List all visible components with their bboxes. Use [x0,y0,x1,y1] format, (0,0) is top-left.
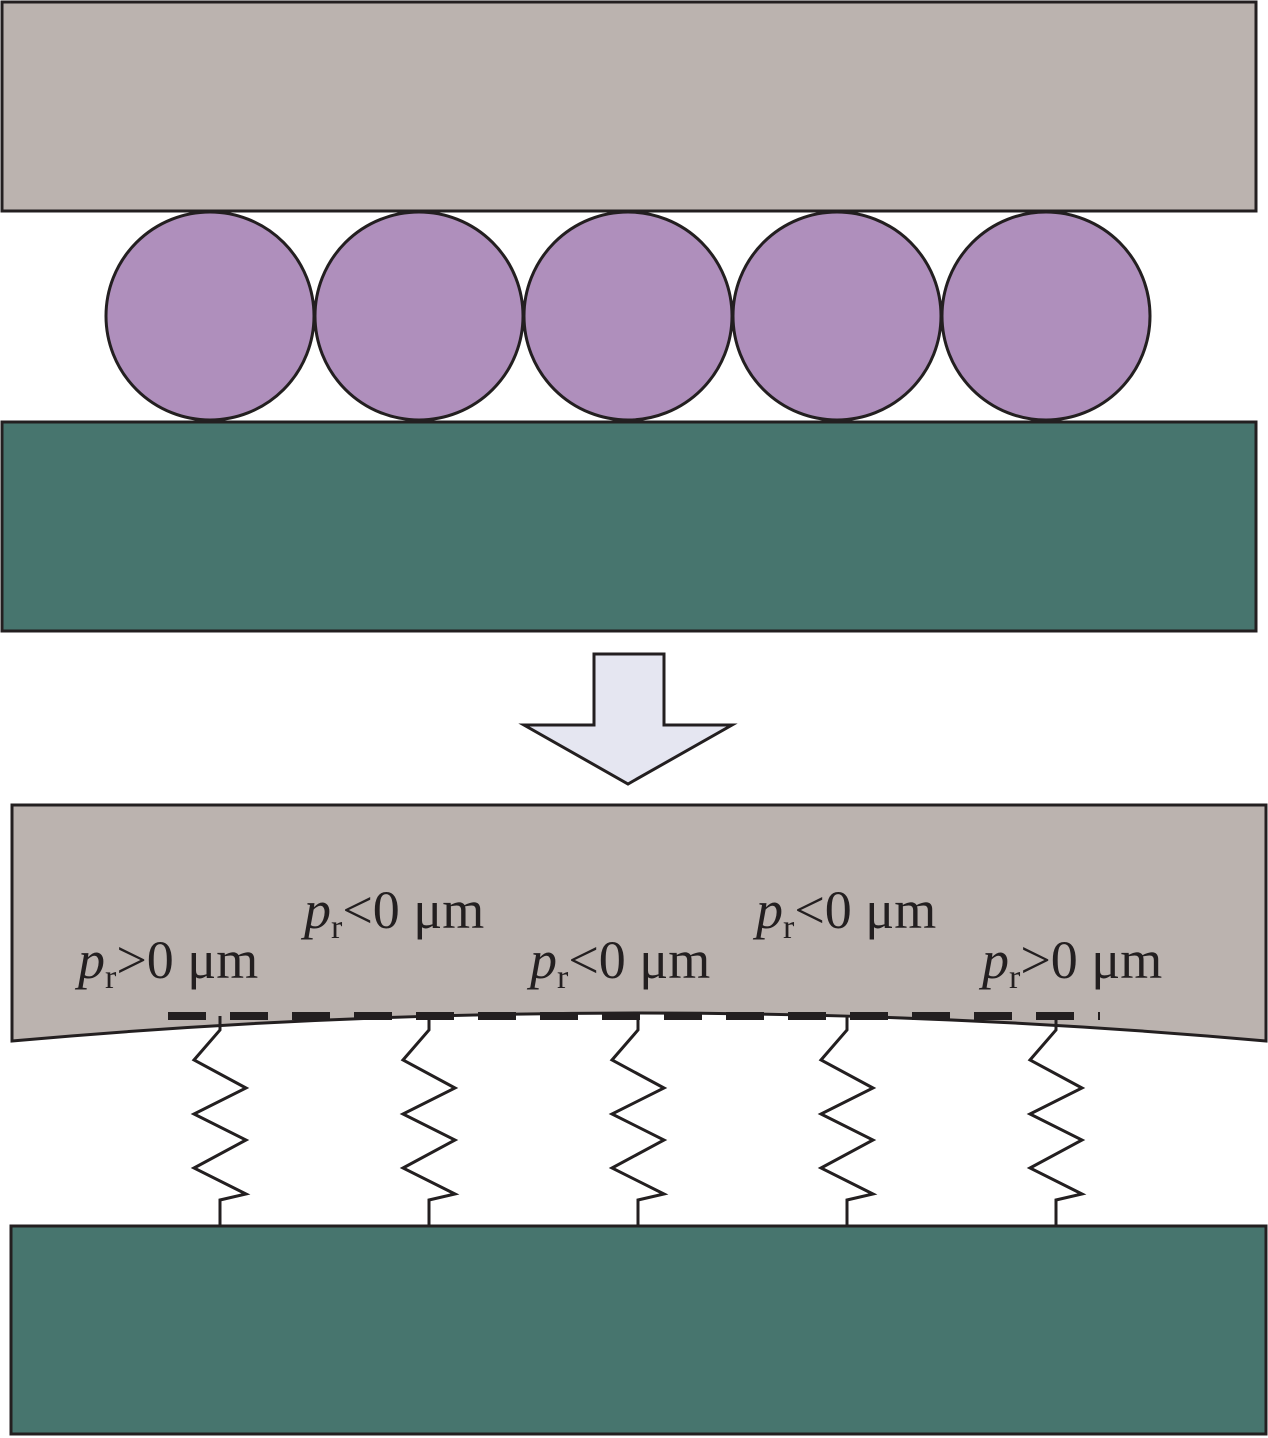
lower-plate-bottom [9,1224,1268,1436]
particle-row [104,210,1152,422]
upper-plate-deformed [10,803,1268,1043]
particle-circle [731,210,943,422]
spring [1026,1016,1087,1226]
bottom-panel: pr>0 μm pr<0 μm pr<0 μm pr<0 μm pr>0 μm [9,803,1268,1436]
pr-label-3: pr<0 μm [526,930,710,996]
pr-label-2: pr<0 μm [300,880,484,946]
pr-label-1: pr>0 μm [74,930,258,996]
particle-circle [313,210,525,422]
pr-label-5: pr>0 μm [978,930,1162,996]
spring-row [190,1016,1087,1226]
top-panel [0,0,1258,633]
spring [608,1016,669,1226]
pr-label-4: pr<0 μm [752,880,936,946]
particle-circle [522,210,734,422]
spring [399,1016,460,1226]
particle-circle [104,210,316,422]
upper-plate-top [0,0,1258,213]
spring [190,1016,251,1226]
down-arrow-icon [518,652,738,786]
lower-plate-top [0,420,1258,633]
spring [817,1016,878,1226]
pr-labels: pr>0 μm pr<0 μm pr<0 μm pr<0 μm pr>0 μm [74,880,1162,996]
particle-circle [940,210,1152,422]
